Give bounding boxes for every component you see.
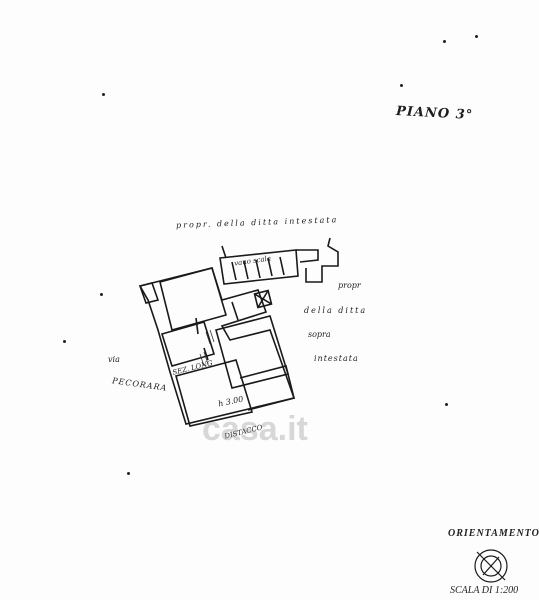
speck: [100, 293, 103, 296]
east-owner-label-2: della ditta: [304, 306, 368, 315]
watermark: casa.it: [202, 410, 308, 448]
speck: [475, 35, 478, 38]
room-south-large: [175, 359, 254, 427]
lift-shaft: [253, 289, 273, 309]
speck: [127, 472, 130, 475]
east-owner-label-3: sopra: [308, 330, 331, 339]
stairwell: [219, 249, 299, 285]
speck: [102, 93, 105, 96]
street-label-via: via: [108, 355, 120, 364]
scale-label: SCALA DI 1:200: [450, 585, 519, 596]
balcony-northwest: [138, 282, 160, 304]
room-upper-bedroom: [159, 267, 227, 331]
speck: [400, 84, 403, 87]
speck: [445, 403, 448, 406]
east-owner-label-1: propr: [338, 281, 361, 290]
room-central: [160, 321, 216, 367]
speck: [63, 340, 66, 343]
compass-rose: [474, 549, 508, 583]
speck: [443, 40, 446, 43]
balcony-southeast: [239, 365, 295, 411]
orientation-label: ORIENTAMENTO: [448, 528, 539, 539]
apartment-perimeter: [138, 267, 296, 425]
adjacent-property-outline: [305, 237, 339, 283]
east-owner-label-4: intestata: [314, 354, 359, 363]
